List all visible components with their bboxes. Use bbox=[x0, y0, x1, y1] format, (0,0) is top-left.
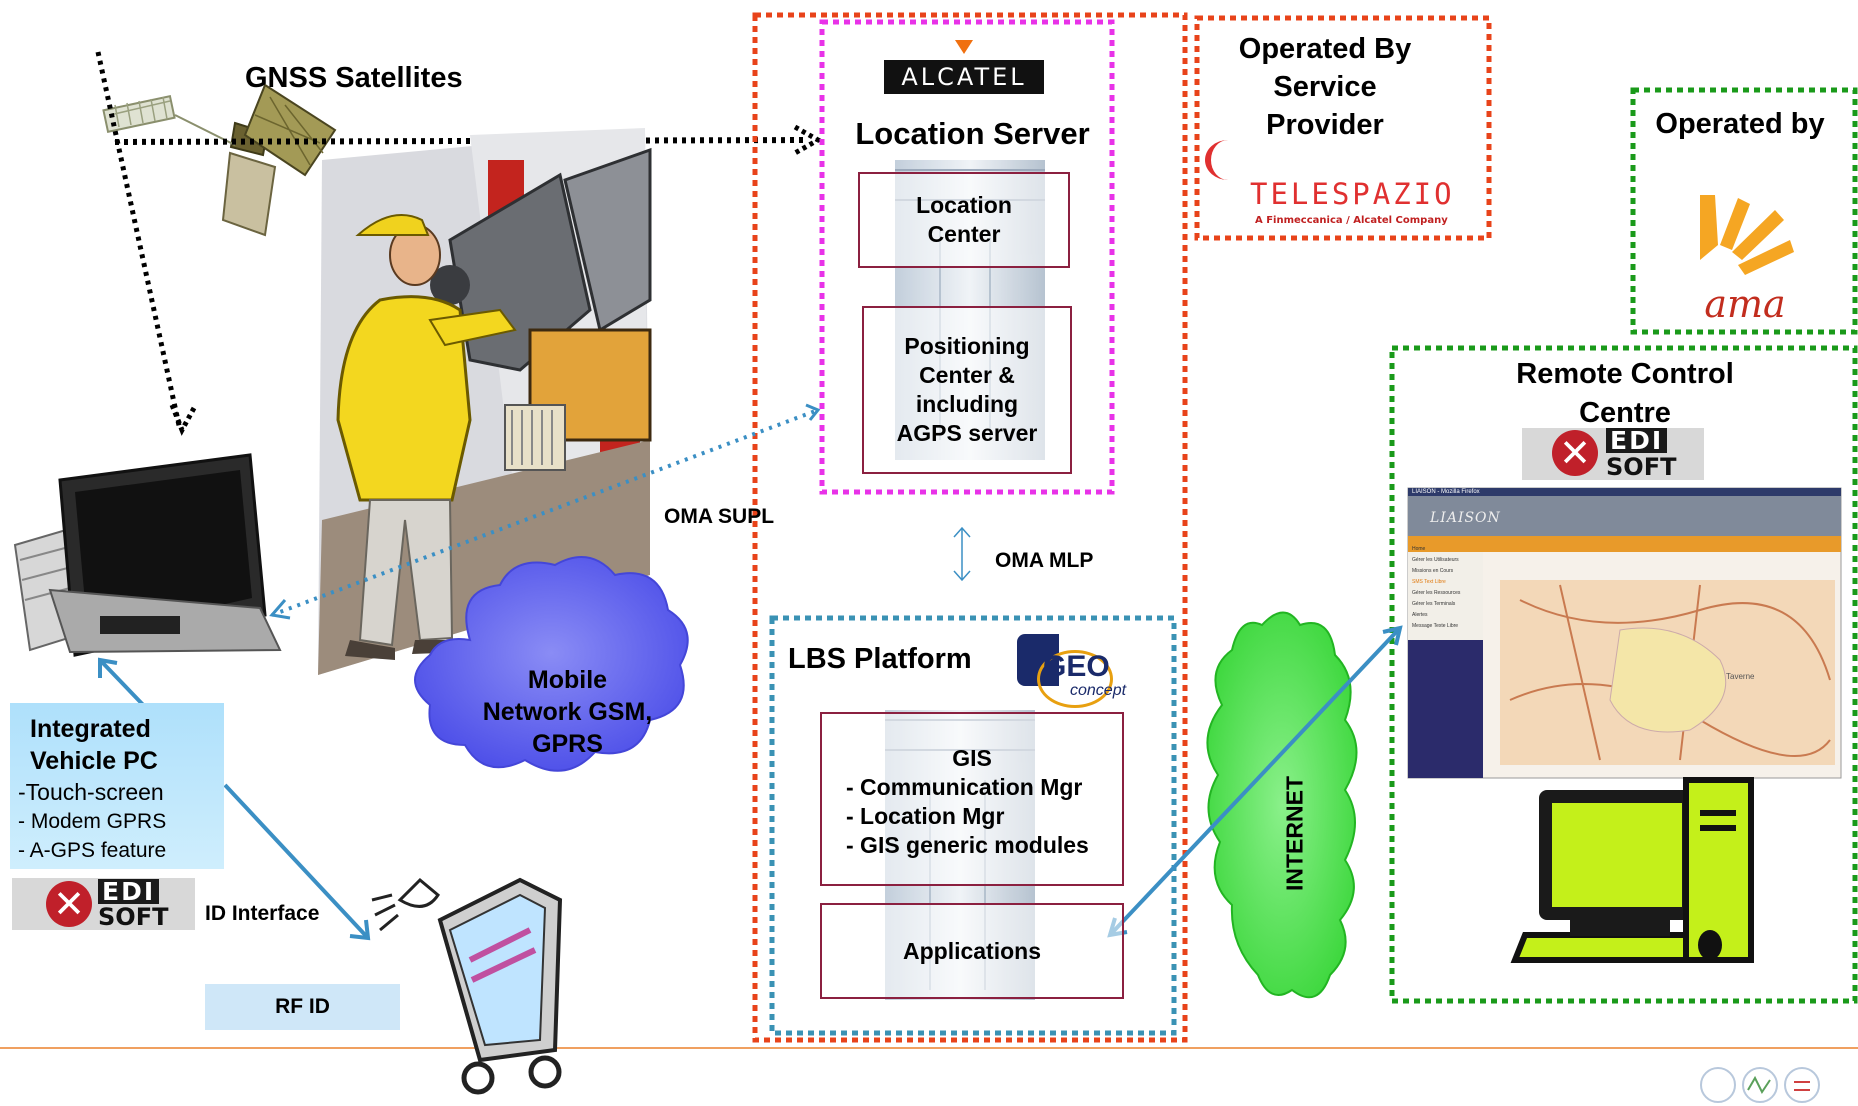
lbs-platform-frame bbox=[769, 615, 1177, 1036]
operator-title: Operated by bbox=[1655, 108, 1825, 140]
telespazio-swoosh-icon bbox=[1205, 140, 1251, 180]
location-center-box: Location Center bbox=[858, 172, 1070, 268]
satellite-icon bbox=[102, 83, 337, 237]
operator-frame bbox=[1630, 87, 1858, 335]
mobile-network-cloud bbox=[414, 556, 689, 772]
edisoft-logo-line2: SOFT bbox=[98, 903, 169, 931]
remote-screen-window-title: LIAISON - Mozilla Firefox bbox=[1412, 489, 1480, 495]
remote-menu-item[interactable]: Message Texte Libre bbox=[1412, 623, 1459, 629]
remote-centre-title: Remote Control Centre bbox=[1516, 358, 1734, 429]
gis-box-title: GIS bbox=[952, 745, 992, 771]
geoconcept-logo-sub: concept bbox=[1070, 682, 1127, 699]
lbs-platform-title: LBS Platform bbox=[788, 643, 972, 675]
geoconcept-logo-main: GEO bbox=[1043, 650, 1110, 683]
remote-screen-menu: Home Gérer les Utilisateurs Missions en … bbox=[1412, 544, 1484, 632]
vehicle-pc-feature: - A-GPS feature bbox=[18, 839, 167, 862]
gnss-satellites-label: GNSS Satellites bbox=[245, 62, 463, 94]
vehicle-pc-feature: -Touch-screen bbox=[18, 779, 164, 805]
vehicle-pc-feature: - Modem GPRS bbox=[18, 810, 167, 833]
remote-menu-item[interactable]: SMS Text Libre bbox=[1412, 579, 1446, 585]
location-server-title: Location Server bbox=[855, 116, 1090, 151]
rfid-device-icon bbox=[371, 877, 563, 1095]
oma-mlp-label: OMA MLP bbox=[995, 549, 1094, 572]
gis-box-line: - Communication Mgr bbox=[846, 774, 1083, 800]
vehicle-pc-device bbox=[13, 453, 282, 657]
edisoft-logo-line2: SOFT bbox=[1606, 453, 1677, 481]
telespazio-logo: TELESPAZIO A Finmeccanica / Alcatel Comp… bbox=[1205, 135, 1485, 230]
edisoft-logo-vehicle: ✕ EDI SOFT bbox=[12, 878, 195, 930]
edisoft-logo-remote: ✕ EDI SOFT bbox=[1522, 428, 1704, 480]
remote-menu-item[interactable]: Missions en Cours bbox=[1412, 568, 1454, 574]
geoconcept-ring-icon bbox=[1037, 650, 1113, 708]
footer-icons bbox=[1700, 1067, 1820, 1103]
vpc-to-rfid-arrow bbox=[223, 783, 370, 940]
edisoft-mark-icon: ✕ bbox=[46, 881, 92, 927]
edisoft-logo-line1: EDI bbox=[1606, 428, 1668, 453]
positioning-center-box: Positioning Center & including AGPS serv… bbox=[862, 306, 1072, 474]
ama-logo-text: ama bbox=[1704, 282, 1786, 326]
worker-illustration bbox=[318, 128, 652, 675]
geoconcept-logo: GEO concept bbox=[1015, 630, 1135, 708]
remote-screen bbox=[1407, 487, 1842, 779]
remote-centre-frame bbox=[1389, 345, 1858, 1004]
telespazio-tagline: A Finmeccanica / Alcatel Company bbox=[1255, 215, 1448, 226]
telespazio-logo-text: TELESPAZIO bbox=[1250, 177, 1455, 211]
gis-box-line: - Location Mgr bbox=[846, 803, 1005, 829]
location-server-frame bbox=[819, 19, 1115, 495]
alcatel-logo-text: ALCATEL bbox=[884, 60, 1044, 94]
internet-label: INTERNET bbox=[1281, 776, 1308, 891]
oma-supl-label: OMA SUPL bbox=[664, 505, 775, 528]
edisoft-logo-line1: EDI bbox=[98, 879, 160, 904]
applications-box: Applications bbox=[820, 903, 1124, 999]
remote-menu-item[interactable]: Gérer les Ressources bbox=[1412, 590, 1461, 596]
gnss-signal-down bbox=[95, 51, 183, 431]
vehicle-pc-box: Integrated Vehicle PC -Touch-screen - Mo… bbox=[10, 703, 224, 869]
alcatel-mark-icon bbox=[955, 40, 973, 54]
service-provider-frame bbox=[1194, 15, 1492, 241]
alcatel-logo: ALCATEL bbox=[884, 40, 1044, 94]
gnss-signal-right bbox=[114, 137, 809, 145]
remote-menu-item[interactable]: Home bbox=[1412, 546, 1426, 552]
remote-menu-item[interactable]: Gérer les Utilisateurs bbox=[1412, 557, 1459, 563]
remote-menu-item[interactable]: Gérer les Terminals bbox=[1412, 601, 1456, 607]
operator-network-frame bbox=[752, 12, 1188, 1043]
remote-screen-banner: LIAISON bbox=[1430, 510, 1501, 526]
service-provider-title: Operated By Service Provider bbox=[1238, 33, 1412, 141]
internet-link bbox=[1108, 626, 1402, 937]
ama-hand-icon bbox=[1690, 190, 1800, 285]
remote-map-place: Taverne bbox=[1726, 672, 1755, 681]
desktop-computer-icon bbox=[1510, 777, 1754, 963]
mobile-network-label: Mobile Network GSM, GPRS bbox=[482, 666, 653, 758]
rfid-interface-label: ID Interface bbox=[205, 902, 320, 925]
edisoft-mark-icon: ✕ bbox=[1552, 430, 1598, 476]
rfid-label: RF ID bbox=[205, 984, 400, 1030]
internet-cloud bbox=[1206, 611, 1358, 999]
remote-menu-item[interactable]: Alertes bbox=[1412, 612, 1428, 618]
gis-box: GIS - Communication Mgr - Location Mgr -… bbox=[820, 712, 1124, 886]
vehicle-pc-title: Integrated Vehicle PC bbox=[30, 715, 158, 775]
supl-link bbox=[271, 408, 819, 617]
gis-box-line: - GIS generic modules bbox=[846, 832, 1089, 858]
